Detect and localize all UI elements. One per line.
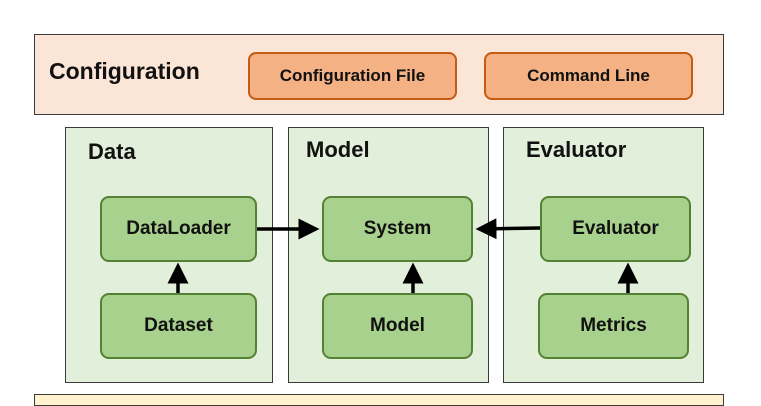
evaluator-node: Evaluator — [540, 196, 691, 262]
configuration-file-box: Configuration File — [248, 52, 457, 100]
metrics-node: Metrics — [538, 293, 689, 359]
dataloader-node: DataLoader — [100, 196, 257, 262]
data-panel-title: Data — [88, 139, 136, 164]
command-line-box: Command Line — [484, 52, 693, 100]
evaluator-panel-title: Evaluator — [526, 137, 627, 162]
arrow-evaluator-to-system — [475, 218, 541, 240]
bottom-band — [34, 394, 724, 406]
configuration-title: Configuration — [49, 58, 200, 84]
dataset-node: Dataset — [100, 293, 257, 359]
system-node: System — [322, 196, 473, 262]
model-panel-title: Model — [306, 137, 370, 162]
model-node: Model — [322, 293, 473, 359]
